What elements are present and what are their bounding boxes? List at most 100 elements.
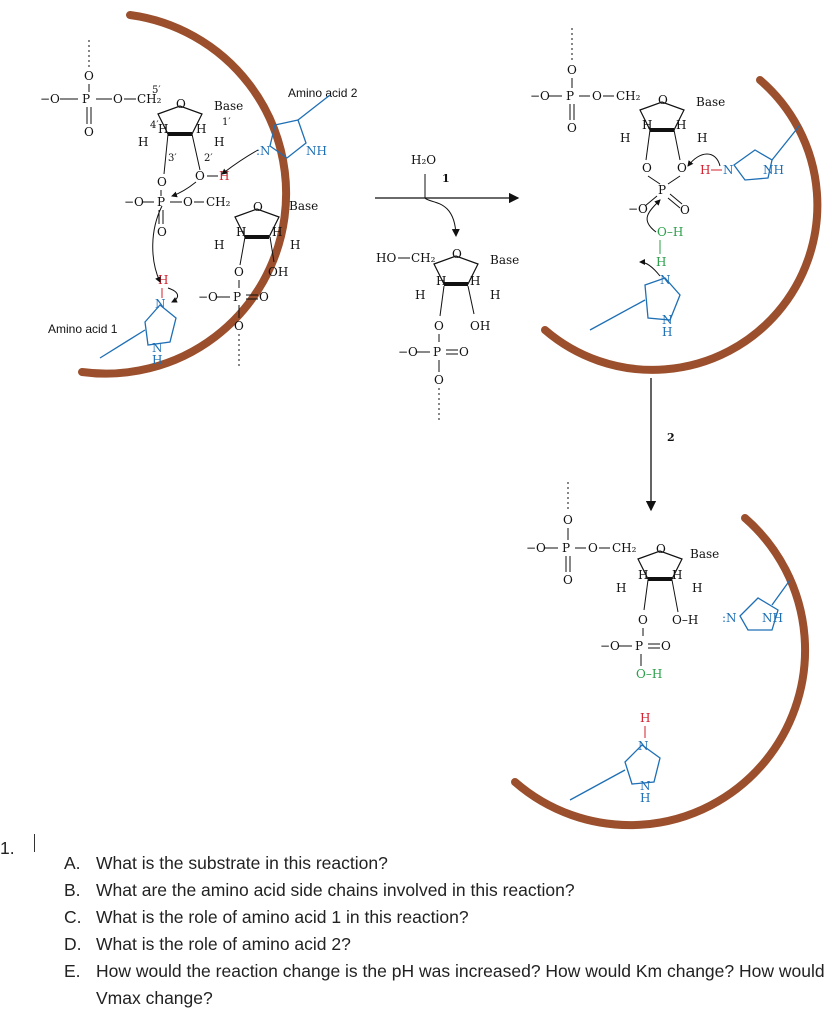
chem-label: P — [658, 183, 666, 197]
chem-label: O — [567, 63, 577, 77]
chem-label: O — [234, 265, 244, 279]
chem-label: N — [662, 313, 673, 327]
step-2: 2 — [645, 378, 675, 512]
chem-label: H — [692, 581, 702, 595]
question-b: B.What are the amino acid side chains in… — [64, 880, 575, 900]
chem-label: H — [214, 135, 224, 149]
chem-label: 2 — [667, 431, 675, 444]
chem-label: H — [672, 568, 682, 582]
chem-label: O — [259, 290, 269, 304]
chem-label: N — [155, 297, 166, 311]
chem-label: O — [452, 247, 462, 261]
chem-label: 4′ — [150, 120, 159, 131]
question-d: D.What is the role of amino acid 2? — [64, 934, 351, 954]
chem-label: H — [214, 238, 224, 252]
chem-label: O — [84, 125, 94, 139]
chem-label: H — [656, 255, 666, 269]
chem-label: OH — [268, 265, 288, 279]
chem-label: O — [84, 69, 94, 83]
chem-label: O — [592, 89, 602, 103]
chem-label: H — [219, 169, 229, 183]
chem-label: 2′ — [204, 153, 213, 164]
chem-label: 3′ — [168, 153, 177, 164]
chem-label: 1 — [442, 172, 450, 185]
chem-label: O — [157, 175, 167, 189]
chem-label: H — [697, 131, 707, 145]
chem-label: O — [434, 319, 444, 333]
chem-label: H — [158, 273, 168, 287]
chem-label: N — [152, 341, 163, 355]
chem-label: H — [470, 274, 480, 288]
chem-label: O — [563, 513, 573, 527]
chem-label: O — [234, 319, 244, 333]
chem-label: −O — [628, 202, 648, 216]
chem-label: O — [680, 203, 690, 217]
question-list: A.What is the substrate in this reaction… — [64, 850, 826, 1012]
chem-label: O — [195, 169, 205, 183]
enzyme-boundary — [511, 514, 810, 830]
chem-label: Amino acid 1 — [48, 322, 118, 336]
chem-label: O — [434, 373, 444, 387]
chem-label: Base — [696, 95, 725, 109]
chem-label: H — [700, 163, 710, 177]
chem-label: −O — [600, 639, 620, 653]
chem-label: −O — [530, 89, 550, 103]
chem-label: H — [490, 288, 500, 302]
chem-label: −O — [40, 92, 60, 106]
chem-label: H — [676, 118, 686, 132]
chem-label: Base — [690, 547, 719, 561]
chem-label: OH — [470, 319, 490, 333]
chem-label: O — [157, 225, 167, 239]
chem-label: Base — [490, 253, 519, 267]
chem-label: NH — [763, 163, 784, 177]
chem-label: H — [196, 122, 206, 136]
question-number: 1. — [0, 838, 15, 858]
chem-label: N — [640, 779, 651, 793]
chem-label: N — [660, 273, 671, 287]
question-e: E.How would the reaction change is the p… — [64, 961, 825, 1008]
chem-label: NH — [762, 611, 783, 625]
chem-label: H — [415, 288, 425, 302]
chem-label: H — [640, 711, 650, 725]
question-a: A.What is the substrate in this reaction… — [64, 853, 388, 873]
chem-label: O — [677, 161, 687, 175]
chem-label: P — [82, 92, 90, 106]
chem-label: Amino acid 2 — [288, 86, 358, 100]
enzyme-boundary — [541, 76, 822, 374]
chem-label: O — [656, 542, 666, 556]
chem-label: H — [638, 568, 648, 582]
chem-label: CH₂ — [411, 251, 436, 265]
chem-label: O — [113, 92, 123, 106]
chem-label: O — [567, 121, 577, 135]
chem-label: CH₂ — [612, 541, 637, 555]
chem-label: −O — [124, 195, 144, 209]
chem-label: O — [176, 97, 186, 111]
question-c: C.What is the role of amino acid 1 in th… — [64, 907, 469, 927]
chem-label: 1′ — [222, 117, 231, 128]
chem-label: H — [662, 325, 672, 339]
chem-label: Base — [289, 199, 318, 213]
chem-label: H — [620, 131, 630, 145]
chem-label: NH — [306, 144, 327, 158]
chem-label: O–H — [657, 225, 683, 239]
chem-label: P — [433, 345, 441, 359]
chem-label: 5′ — [152, 85, 161, 96]
chem-label: O — [642, 161, 652, 175]
chem-label: O — [183, 195, 193, 209]
chem-label: P — [635, 639, 643, 653]
chem-label: H — [436, 274, 446, 288]
chem-label: N — [723, 163, 734, 177]
chem-label: CH₂ — [616, 89, 641, 103]
chem-label: H — [138, 135, 148, 149]
chem-label: P — [566, 89, 574, 103]
chem-label: :N — [256, 144, 271, 158]
chem-label: H — [236, 225, 246, 239]
chem-label: H — [152, 353, 162, 367]
chem-label: P — [233, 290, 241, 304]
chem-label: H — [272, 225, 282, 239]
